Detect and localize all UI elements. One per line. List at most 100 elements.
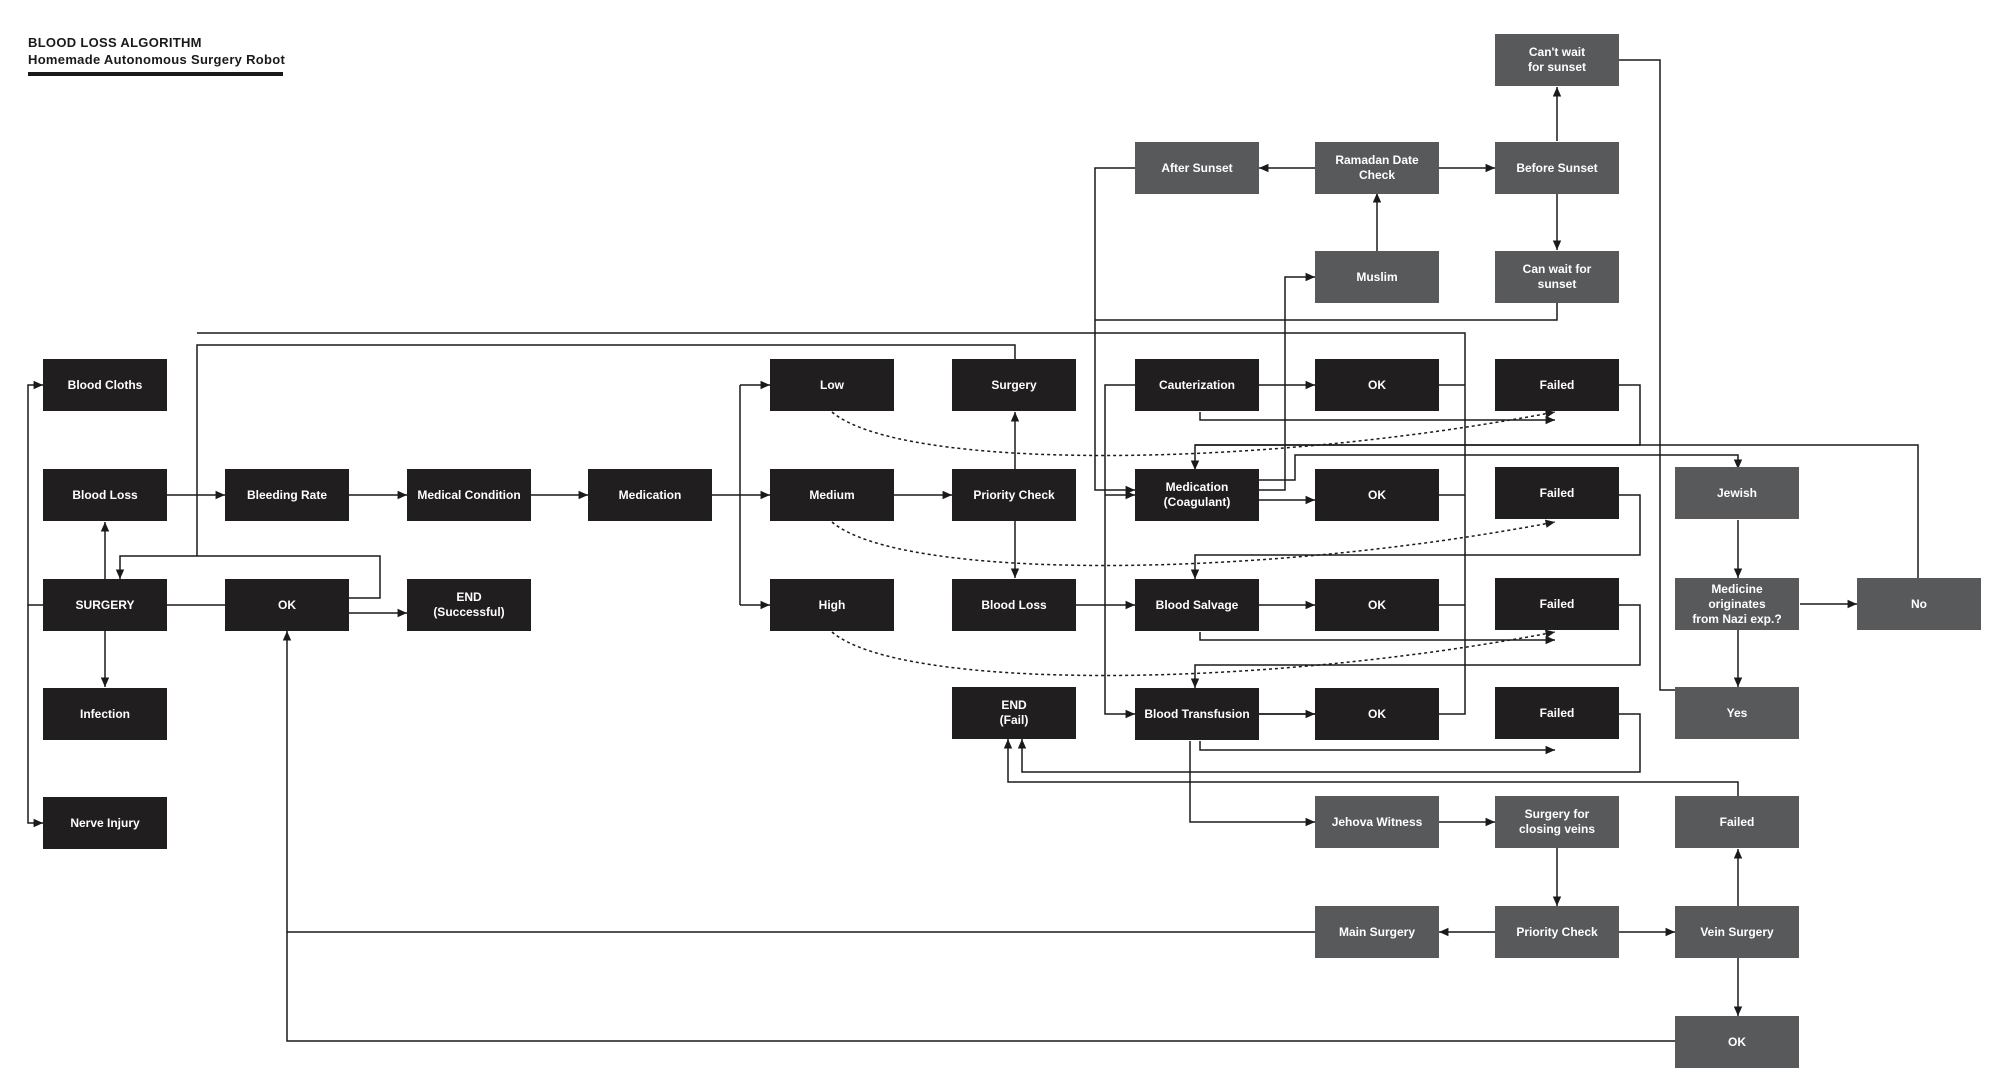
node-label: Blood Transfusion <box>1144 706 1250 721</box>
title-underline <box>28 72 283 76</box>
node-medication-coagulant: Medication (Coagulant) <box>1135 469 1259 521</box>
node-blood-transfusion: Blood Transfusion <box>1135 688 1259 740</box>
diagram-title: BLOOD LOSS ALGORITHM <box>28 35 202 50</box>
connector-trunk-to-infection <box>27 605 43 828</box>
node-priority-check-2: Priority Check <box>1495 906 1619 958</box>
connector-ok-final-to-ok <box>286 932 1675 1042</box>
connector-no-loop <box>1195 444 1919 578</box>
dashed-medium-to-failed <box>831 519 1556 567</box>
node-before-sunset: Before Sunset <box>1495 142 1619 194</box>
node-label: Muslim <box>1356 269 1398 284</box>
connector-coagulant-to-jewish <box>1259 454 1743 481</box>
node-label: OK <box>278 597 296 612</box>
node-medical-condition: Medical Condition <box>407 469 531 521</box>
node-ok-final: OK <box>1675 1016 1799 1068</box>
dashed-high-to-failed <box>831 629 1556 677</box>
node-cauterization: Cauterization <box>1135 359 1259 411</box>
node-label: END (Successful) <box>433 590 505 619</box>
node-failed-4: Failed <box>1495 687 1619 739</box>
node-label: Failed <box>1539 705 1575 720</box>
node-surgery-closing-veins: Surgery for closing veins <box>1495 796 1619 848</box>
diagram-subtitle: Homemade Autonomous Surgery Robot <box>28 52 286 67</box>
connector-failed-3-loop <box>1190 604 1641 688</box>
connector-failed-4-to-end <box>1017 713 1641 773</box>
node-surgery: SURGERY <box>43 579 167 631</box>
node-label: OK <box>1368 706 1386 721</box>
node-label: Jehova Witness <box>1331 814 1423 829</box>
connector-failed-2-loop <box>1190 494 1641 579</box>
node-blood-salvage: Blood Salvage <box>1135 579 1259 631</box>
node-label: Medium <box>809 487 855 502</box>
node-medication: Medication <box>588 469 712 521</box>
node-cant-wait-for-sunset: Can't wait for sunset <box>1495 34 1619 86</box>
node-label: Before Sunset <box>1516 160 1598 175</box>
node-label: Medication <box>618 487 682 502</box>
connector-transfusion-to-jehova <box>1189 741 1315 827</box>
connector-after-sunset-to-coagulant <box>1094 167 1135 495</box>
node-failed-2: Failed <box>1495 467 1619 519</box>
node-bleeding-rate: Bleeding Rate <box>225 469 349 521</box>
node-label: Can wait for sunset <box>1522 262 1592 291</box>
node-label: Blood Loss <box>72 487 138 502</box>
node-label: Jewish <box>1716 485 1758 500</box>
node-label: Medicine originates from Nazi exp.? <box>1692 581 1782 626</box>
node-ok-3: OK <box>1315 579 1439 631</box>
connector-surgery-return <box>1199 412 1555 425</box>
node-label: END (Fail) <box>999 698 1029 727</box>
node-label: Blood Salvage <box>1155 597 1239 612</box>
node-label: Blood Loss <box>981 597 1047 612</box>
node-label: Can't wait for sunset <box>1527 45 1586 74</box>
node-blood-loss-2: Blood Loss <box>952 579 1076 631</box>
node-label: Main Surgery <box>1338 924 1416 939</box>
node-label: OK <box>1728 1034 1746 1049</box>
node-label: Bleeding Rate <box>246 487 327 502</box>
node-medium: Medium <box>770 469 894 521</box>
node-end-fail: END (Fail) <box>952 687 1076 739</box>
node-nerve-injury: Nerve Injury <box>43 797 167 849</box>
node-ok-1: OK <box>1315 359 1439 411</box>
node-ok-main: OK <box>225 579 349 631</box>
node-label: High <box>818 597 846 612</box>
node-surgery-2: Surgery <box>952 359 1076 411</box>
node-priority-check: Priority Check <box>952 469 1076 521</box>
node-label: Medical Condition <box>417 487 521 502</box>
connector-ok-loop-up <box>115 555 381 599</box>
node-ok-2: OK <box>1315 469 1439 521</box>
node-label: Failed <box>1719 814 1755 829</box>
node-failed-1: Failed <box>1495 359 1619 411</box>
node-label: Failed <box>1539 377 1575 392</box>
node-infection: Infection <box>43 688 167 740</box>
node-medicine-nazi: Medicine originates from Nazi exp.? <box>1675 578 1799 630</box>
node-jewish: Jewish <box>1675 467 1799 519</box>
node-failed-3: Failed <box>1495 578 1619 630</box>
dashed-low-to-failed <box>831 409 1556 457</box>
node-failed-vein: Failed <box>1675 796 1799 848</box>
node-blood-loss: Blood Loss <box>43 469 167 521</box>
diagram-header: BLOOD LOSS ALGORITHM Homemade Autonomous… <box>28 35 285 67</box>
node-label: No <box>1911 596 1927 611</box>
node-label: Vein Surgery <box>1700 924 1774 939</box>
connector-surgery-left-trunk <box>27 380 43 606</box>
node-label: OK <box>1368 377 1386 392</box>
node-label: Priority Check <box>973 487 1055 502</box>
node-vein-surgery: Vein Surgery <box>1675 906 1799 958</box>
node-muslim: Muslim <box>1315 251 1439 303</box>
node-yes: Yes <box>1675 687 1799 739</box>
node-label: Medication (Coagulant) <box>1163 480 1231 509</box>
node-label: OK <box>1368 487 1386 502</box>
node-after-sunset: After Sunset <box>1135 142 1259 194</box>
connector-can-wait-return <box>1095 303 1558 321</box>
node-label: Blood Cloths <box>67 377 143 392</box>
node-label: Failed <box>1539 485 1575 500</box>
connector-salvage-return <box>1199 632 1555 645</box>
node-label: SURGERY <box>75 597 135 612</box>
connector-surgery-top-loop <box>196 344 1016 556</box>
node-can-wait-for-sunset: Can wait for sunset <box>1495 251 1619 303</box>
node-label: Low <box>820 377 844 392</box>
node-label: Surgery for closing veins <box>1518 807 1596 836</box>
node-no: No <box>1857 578 1981 630</box>
node-main-surgery: Main Surgery <box>1315 906 1439 958</box>
connector-failed-vein-to-end <box>1003 739 1739 796</box>
node-high: High <box>770 579 894 631</box>
node-jehova-witness: Jehova Witness <box>1315 796 1439 848</box>
